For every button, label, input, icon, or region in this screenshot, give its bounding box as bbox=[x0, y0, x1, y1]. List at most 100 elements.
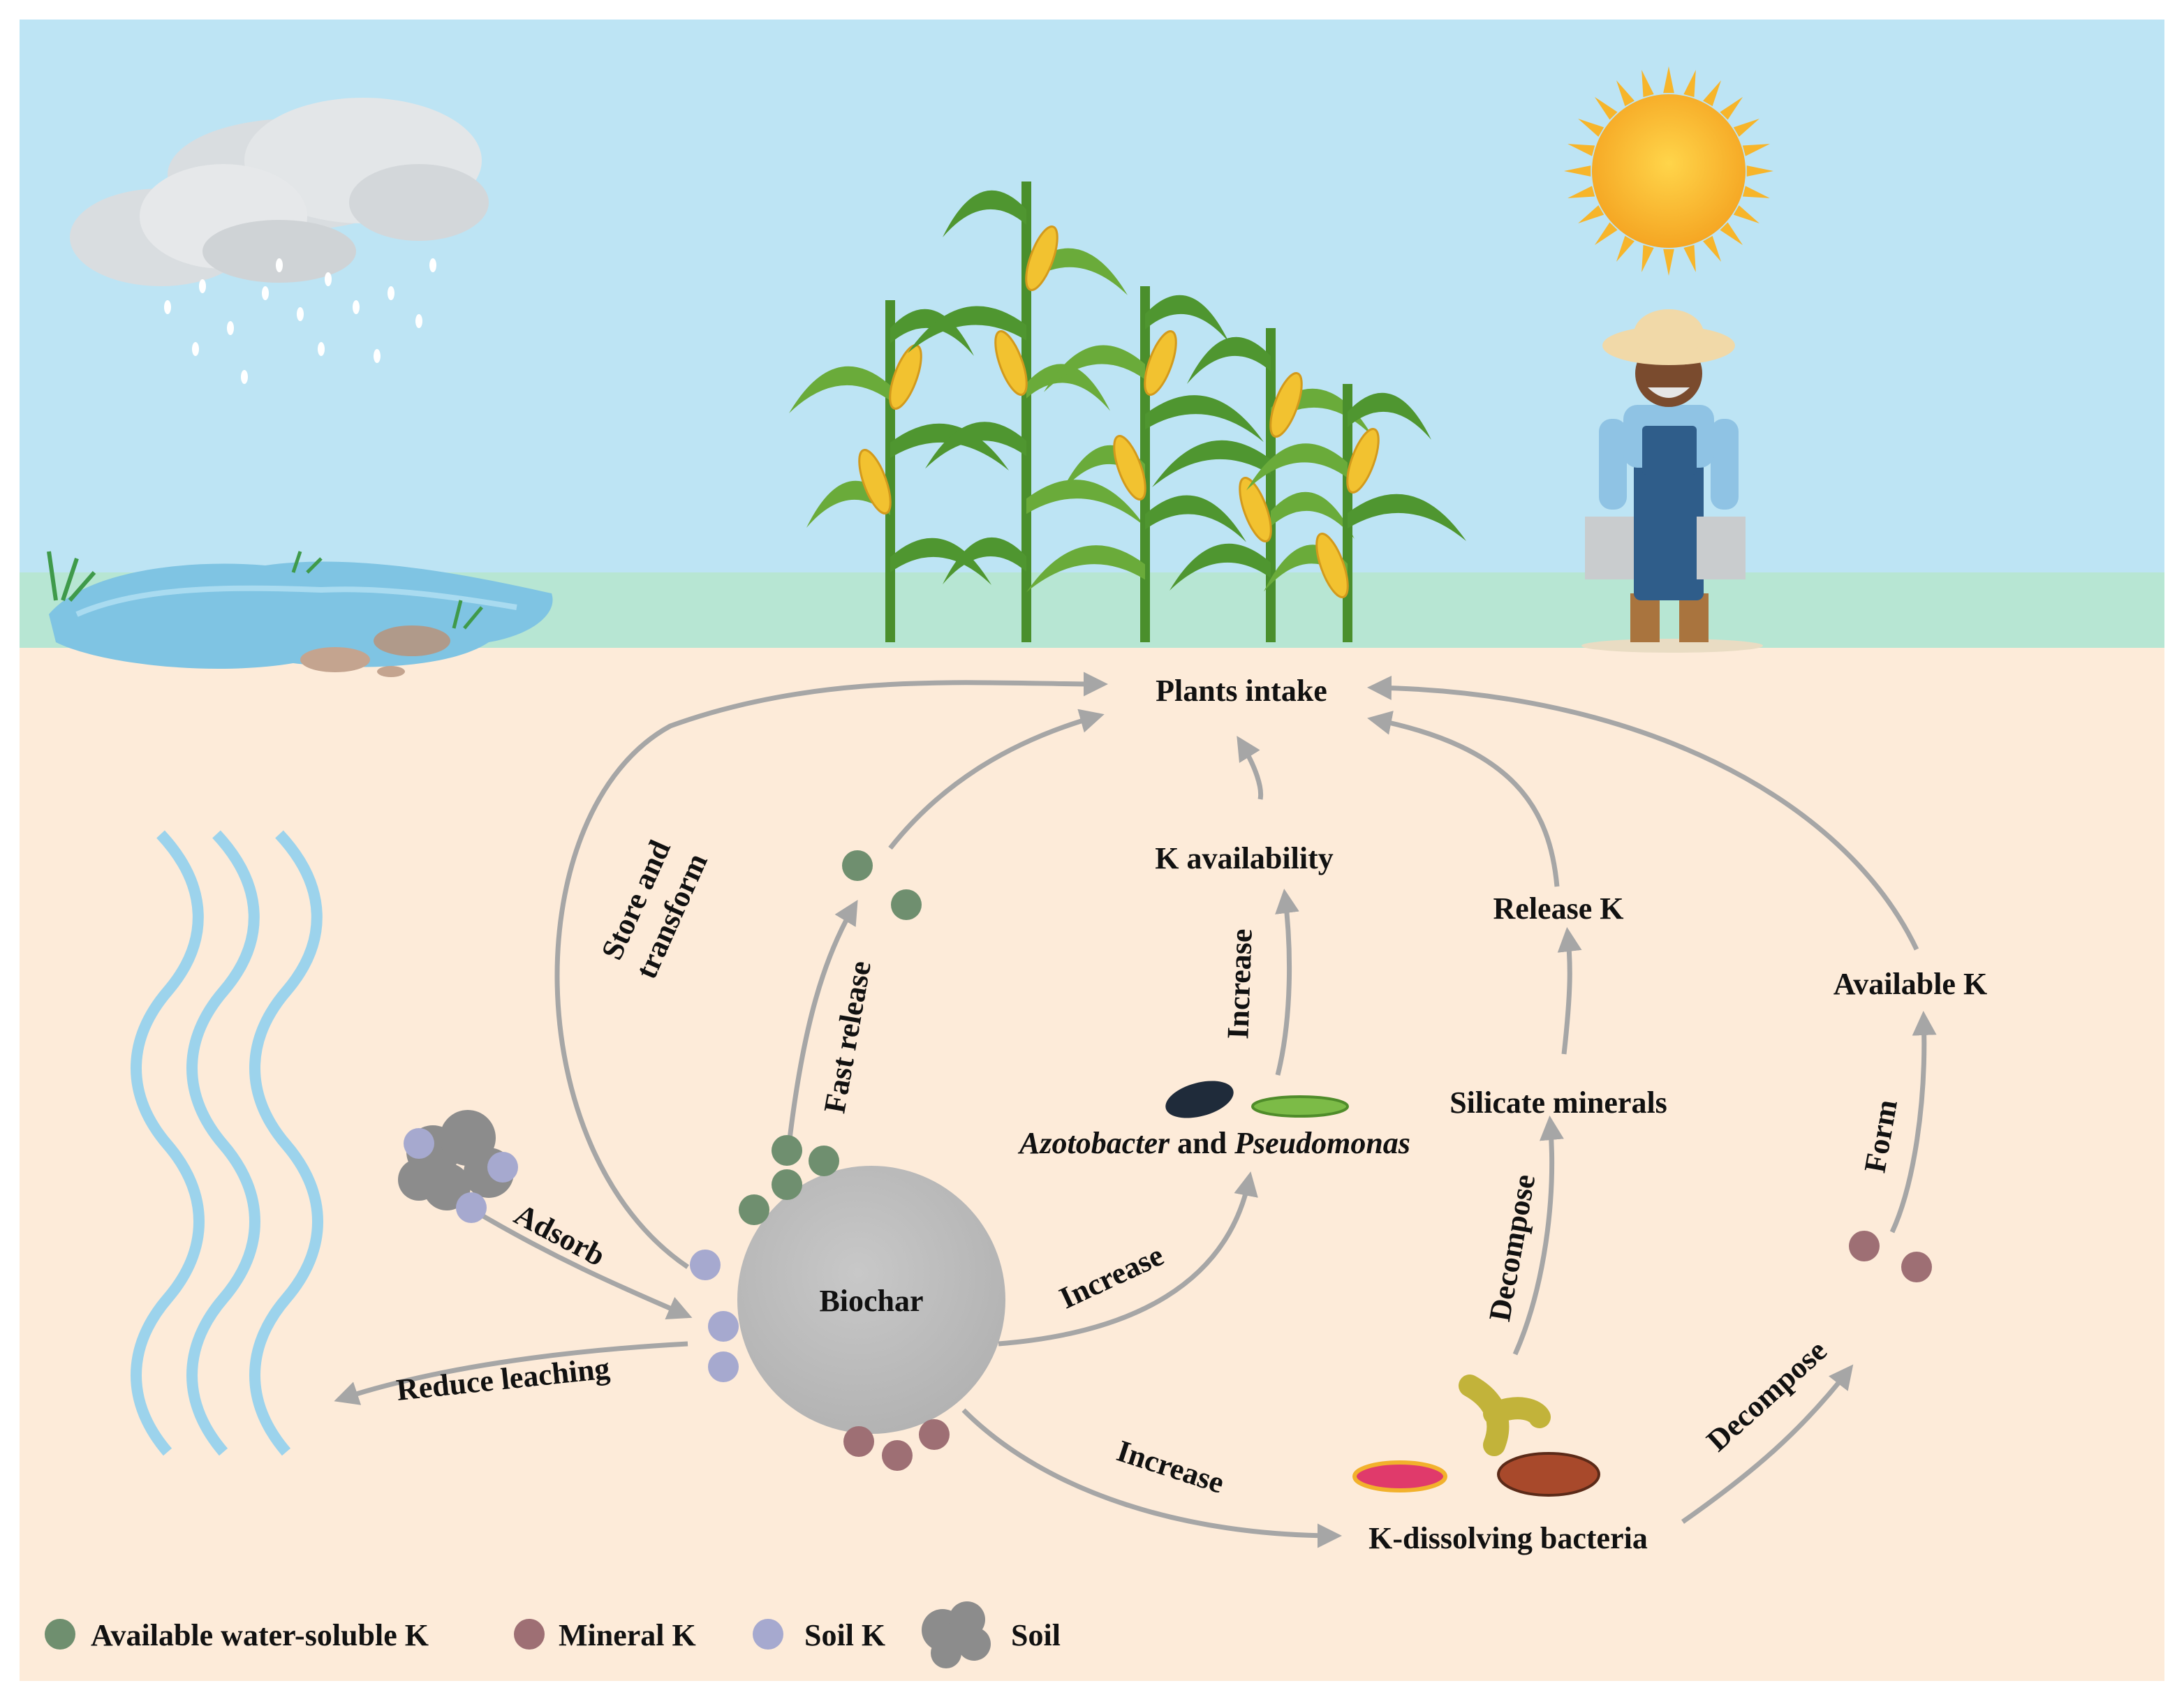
sun-ray bbox=[1703, 80, 1721, 107]
corn-leaf bbox=[908, 306, 1026, 353]
sun-ray bbox=[1594, 222, 1618, 246]
arrow-fast-release bbox=[786, 899, 858, 1146]
corn-leaf bbox=[943, 537, 1026, 585]
sun-ray bbox=[1578, 119, 1604, 137]
rain-cloud-icon bbox=[70, 98, 489, 384]
arrow-available-to-plants-right bbox=[1367, 675, 1919, 951]
arrow-available-to-plants bbox=[888, 709, 1105, 850]
mineral-k-particles bbox=[843, 1231, 1932, 1471]
arrow-silicate-release bbox=[1557, 927, 1582, 1055]
corn-cob bbox=[1144, 330, 1177, 396]
corn-leaf bbox=[1145, 295, 1229, 342]
corn-leaf bbox=[1026, 364, 1110, 411]
sun-ray bbox=[1683, 70, 1696, 98]
sun-ray bbox=[1567, 144, 1595, 156]
sun-ray bbox=[1733, 205, 1759, 223]
corn-cob bbox=[1025, 225, 1058, 291]
soil-k-particles bbox=[690, 1250, 739, 1382]
corn-leaf bbox=[1187, 336, 1271, 384]
legend-swatch-soil-k bbox=[753, 1619, 783, 1650]
corn-leaf bbox=[1246, 443, 1348, 491]
corn-leaf bbox=[1271, 491, 1355, 539]
arrow-decompose-mineral bbox=[1681, 1364, 1854, 1524]
legend-label-mineral-k: Mineral K bbox=[559, 1618, 696, 1652]
available-k-particles bbox=[739, 850, 922, 1225]
node-k-availability: K availability bbox=[1155, 841, 1333, 875]
edge-increase-k-avail: Increase bbox=[1220, 928, 1258, 1040]
sun-ray bbox=[1742, 186, 1770, 198]
node-plants-intake: Plants intake bbox=[1156, 674, 1327, 708]
legend-label-available-k: Available water-soluble K bbox=[91, 1618, 429, 1652]
node-release-k: Release K bbox=[1493, 891, 1624, 926]
corn-plant-icon bbox=[789, 181, 1466, 642]
leaching-water-icon bbox=[131, 830, 323, 1456]
sun-ray bbox=[1733, 119, 1759, 137]
node-k-dissolving-bacteria: K-dissolving bacteria bbox=[1368, 1521, 1648, 1555]
bacteria-name-2: Pseudomonas bbox=[1234, 1126, 1410, 1160]
corn-cob bbox=[994, 330, 1028, 396]
node-available-k: Available K bbox=[1833, 967, 1987, 1001]
sun-icon bbox=[1564, 66, 1773, 276]
sun-ray bbox=[1720, 96, 1743, 120]
arrow-increase-k-avail bbox=[1275, 889, 1299, 1076]
arrow-increase-azoto bbox=[998, 1171, 1258, 1347]
legend-label-soil: Soil bbox=[1011, 1618, 1061, 1652]
sun-ray bbox=[1663, 66, 1674, 94]
corn-cob bbox=[1113, 435, 1146, 501]
corn-leaf bbox=[1348, 494, 1466, 541]
arrow-adsorb bbox=[473, 1208, 693, 1320]
sun-ray bbox=[1720, 222, 1743, 246]
node-silicate-minerals: Silicate minerals bbox=[1449, 1086, 1667, 1120]
arrow-kavail-to-plants bbox=[1237, 736, 1264, 800]
legend-swatch-mineral-k bbox=[514, 1619, 545, 1650]
corn-leaf bbox=[1348, 392, 1431, 440]
legend-swatch-available-k bbox=[45, 1619, 75, 1650]
biochar-label: Biochar bbox=[819, 1284, 923, 1318]
sun-ray bbox=[1567, 186, 1595, 198]
node-bacteria-group: Azotobacter and Pseudomonas bbox=[1017, 1126, 1410, 1160]
corn-cob bbox=[1315, 533, 1349, 598]
arrows bbox=[334, 672, 1937, 1548]
corn-leaf bbox=[789, 366, 890, 413]
corn-cob bbox=[858, 449, 892, 514]
arrow-form bbox=[1889, 1011, 1937, 1233]
corn-leaf bbox=[925, 422, 1026, 469]
corn-cob bbox=[1346, 428, 1380, 494]
farmer-icon bbox=[1581, 309, 1763, 653]
arrow-store-transform bbox=[554, 672, 1108, 1269]
corn-leaf bbox=[890, 538, 991, 585]
arrow-decompose-silicate bbox=[1512, 1116, 1564, 1356]
sun-ray bbox=[1578, 205, 1604, 223]
bacteria-icon bbox=[1165, 1081, 1600, 1497]
sun-ray bbox=[1616, 235, 1635, 262]
corn-cob bbox=[1269, 372, 1303, 438]
corn-leaf bbox=[1145, 395, 1264, 443]
corn-leaf bbox=[1170, 543, 1271, 591]
corn-leaf bbox=[890, 309, 974, 356]
sun-ray bbox=[1616, 80, 1635, 107]
sun-ray bbox=[1663, 249, 1674, 276]
arrow-release-to-plants bbox=[1367, 711, 1560, 887]
pond-icon bbox=[47, 551, 553, 677]
soil-cluster-icon bbox=[398, 1110, 518, 1223]
sun-ray bbox=[1746, 165, 1773, 177]
corn-leaf bbox=[890, 423, 1009, 471]
arrow-reduce-leaching bbox=[334, 1341, 688, 1405]
sun-ray bbox=[1564, 165, 1591, 177]
corn-leaf bbox=[1044, 345, 1145, 392]
sun-ray bbox=[1641, 70, 1654, 98]
legend-label-soil-k: Soil K bbox=[804, 1618, 885, 1652]
sun-ray bbox=[1641, 244, 1654, 272]
biochar-node bbox=[737, 1166, 1005, 1434]
corn-cob bbox=[1239, 477, 1272, 542]
bacteria-and: and bbox=[1177, 1126, 1227, 1160]
bacteria-name-1: Azotobacter bbox=[1017, 1126, 1170, 1160]
legend-swatch-soil-icon bbox=[922, 1601, 991, 1668]
corn-leaf bbox=[1026, 545, 1145, 593]
sun-ray bbox=[1594, 96, 1618, 120]
sun-ray bbox=[1683, 244, 1696, 272]
legend: Available water-soluble K Mineral K Soil… bbox=[45, 1601, 1061, 1668]
corn-leaf bbox=[1145, 495, 1246, 542]
